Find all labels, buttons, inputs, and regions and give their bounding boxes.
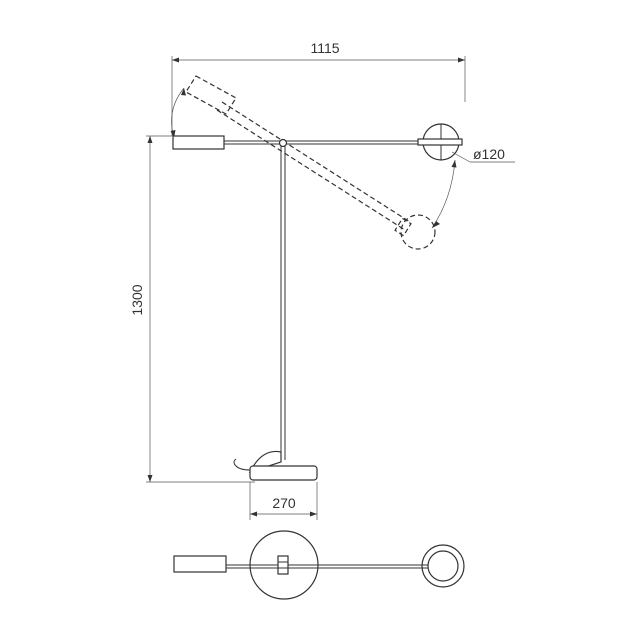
tilted-shade-holder (394, 217, 412, 237)
width-dimension-label: 1115 (310, 40, 339, 56)
width-arrow-right (458, 57, 465, 63)
counterweight-arc-arrow-top (181, 88, 186, 96)
diameter-leader (451, 151, 471, 163)
base-arrow-right (310, 511, 317, 517)
lamp-base (233, 450, 318, 481)
lamp-pole (280, 146, 286, 460)
counterweight-swing-arc (170, 87, 186, 139)
diameter-label: ø120 (473, 146, 505, 162)
tilted-arm-line-upper (221, 101, 411, 223)
width-dimension: 1115 (171, 40, 466, 136)
height-arrow-top (147, 136, 153, 143)
power-cable (233, 458, 251, 471)
lamp-head: ø120 (417, 123, 515, 163)
plan-pivot-block (277, 555, 289, 575)
base-plate (249, 465, 318, 481)
height-dimension: 1300 (129, 135, 255, 483)
height-arrow-bottom (147, 475, 153, 482)
arm-pivot (278, 138, 288, 148)
tilted-arm-line-lower (216, 109, 406, 231)
plan-counterweight (173, 555, 227, 573)
counterweight (172, 135, 225, 150)
plan-view (173, 530, 465, 600)
base-width-dimension: 270 (249, 482, 318, 520)
shade-arc-arrow-top (451, 160, 457, 168)
base-dimension-label: 270 (272, 495, 296, 511)
height-dimension-label: 1300 (129, 284, 145, 315)
plan-shade-inner (427, 550, 459, 582)
tilted-shade (400, 214, 436, 250)
base-arrow-left (250, 511, 257, 517)
shade-arc-path (431, 159, 456, 229)
shade-swing-arc (431, 159, 457, 229)
lamp-arm (172, 135, 420, 150)
tilted-arm-position (185, 75, 436, 250)
width-arrow-left (172, 57, 179, 63)
tilted-counterweight (185, 75, 237, 115)
shade-holder (417, 138, 463, 146)
